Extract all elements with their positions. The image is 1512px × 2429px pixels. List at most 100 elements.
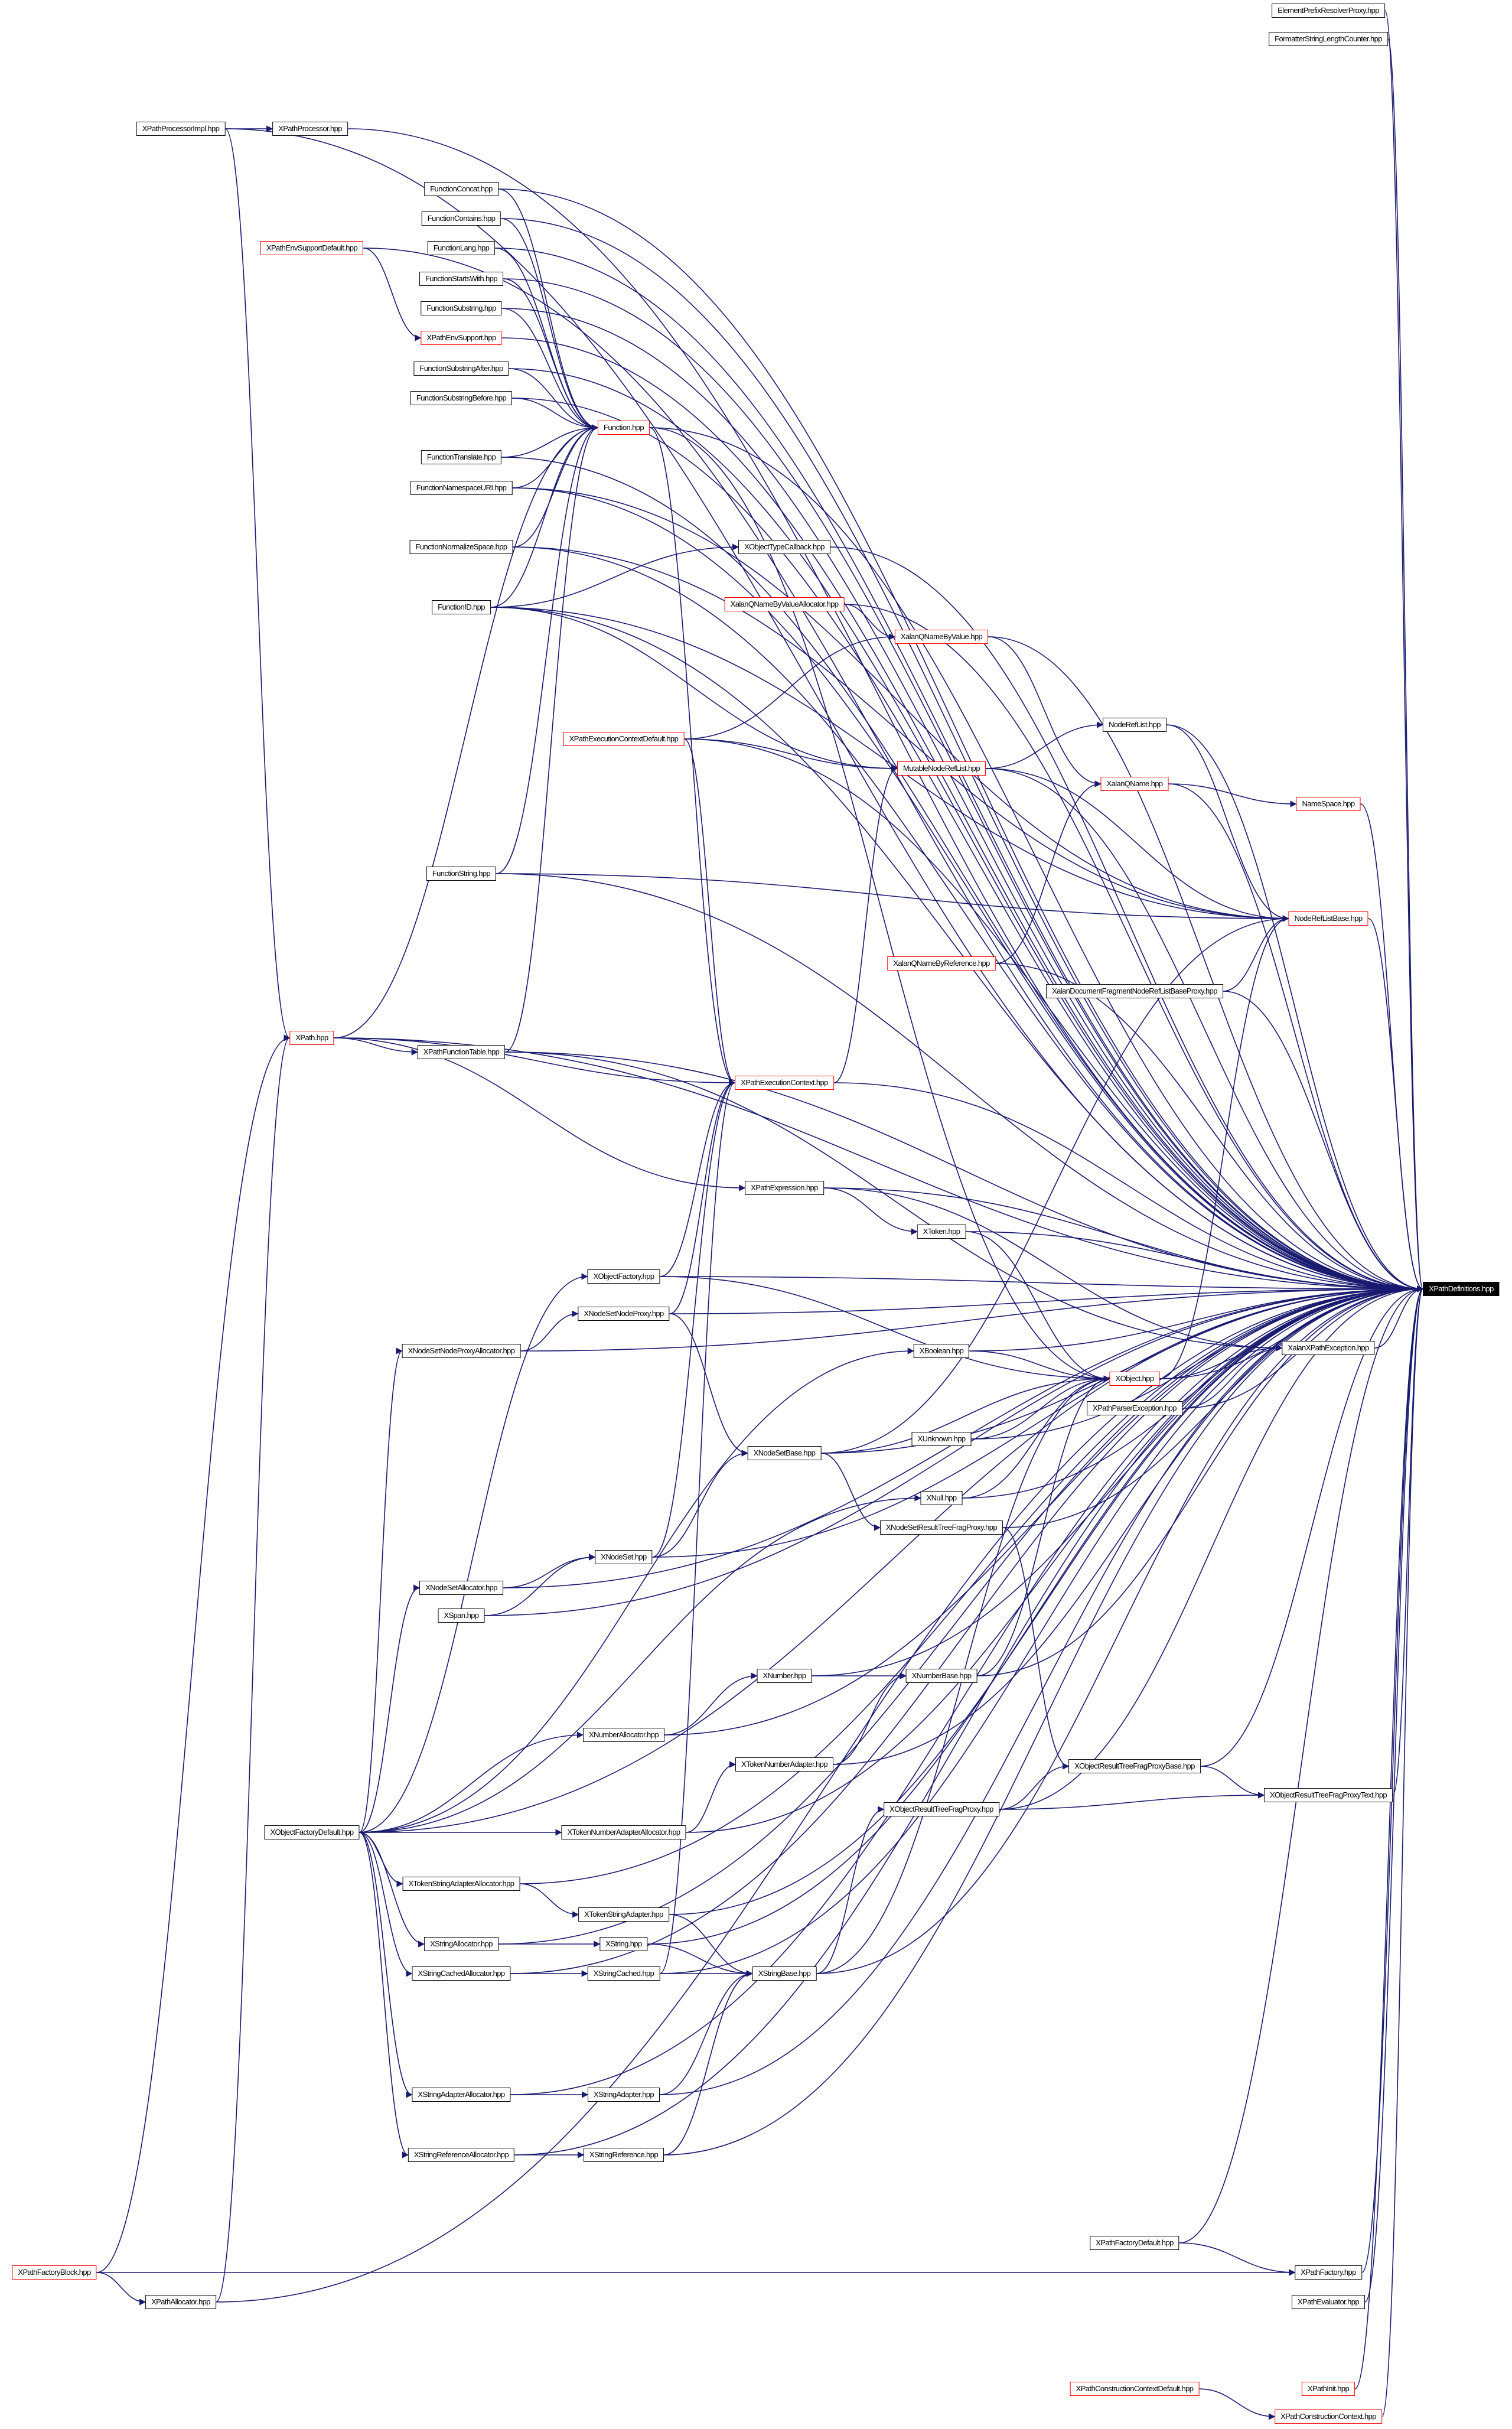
edge-59-to-60 xyxy=(520,1883,579,1918)
node-xstring-reference[interactable]: XStringReference.hpp xyxy=(584,2148,664,2162)
edge-15-to-36 xyxy=(512,487,1424,1292)
node-xtoken[interactable]: XToken.hpp xyxy=(917,1225,966,1239)
node-function-substring[interactable]: FunctionSubstring.hpp xyxy=(421,301,502,315)
node-xpath-env-support-default[interactable]: XPathEnvSupportDefault.hpp xyxy=(260,241,364,255)
node-xpath-factory-default[interactable]: XPathFactoryDefault.hpp xyxy=(1090,2236,1179,2250)
edge-22-to-36 xyxy=(1166,724,1424,1292)
node-xnode-set-node-proxy-allocator[interactable]: XNodeSetNodeProxyAllocator.hpp xyxy=(402,1344,521,1358)
node-xstring-base[interactable]: XStringBase.hpp xyxy=(752,1966,817,1981)
node-xpath-construction-context[interactable]: XPathConstructionContext.hpp xyxy=(1275,2410,1382,2424)
edge-57-to-66 xyxy=(359,1832,413,2098)
node-node-ref-list[interactable]: NodeRefList.hpp xyxy=(1103,718,1166,732)
node-xobject-result-tree-frag-proxy-base[interactable]: XObjectResultTreeFragProxyBase.hpp xyxy=(1068,1759,1201,1773)
node-xpath-expression[interactable]: XPathExpression.hpp xyxy=(745,1181,824,1195)
node-xobject[interactable]: XObject.hpp xyxy=(1109,1372,1160,1386)
node-xpath-definitions[interactable]: XPathDefinitions.hpp xyxy=(1423,1282,1500,1296)
edge-24-to-25 xyxy=(1168,783,1297,808)
node-function-lang[interactable]: FunctionLang.hpp xyxy=(427,241,496,255)
node-xnode-set-result-tree-frag-proxy[interactable]: XNodeSetResultTreeFragProxy.hpp xyxy=(879,1520,1003,1535)
node-function-normalize-space[interactable]: FunctionNormalizeSpace.hpp xyxy=(409,540,513,554)
node-xstring-reference-allocator[interactable]: XStringReferenceAllocator.hpp xyxy=(408,2148,515,2162)
node-xobject-factory-default[interactable]: XObjectFactoryDefault.hpp xyxy=(264,1825,360,1839)
node-xpath-factory[interactable]: XPathFactory.hpp xyxy=(1295,2265,1362,2280)
node-xnull[interactable]: XNull.hpp xyxy=(920,1491,963,1505)
node-function-substring-before[interactable]: FunctionSubstringBefore.hpp xyxy=(410,391,513,405)
node-xtoken-number-adapter[interactable]: XTokenNumberAdapter.hpp xyxy=(735,1757,833,1772)
node-name-space[interactable]: NameSpace.hpp xyxy=(1296,797,1361,811)
node-xobject-type-callback[interactable]: XObjectTypeCallback.hpp xyxy=(738,540,830,554)
node-xalan-qname-by-value[interactable]: XalanQNameByValue.hpp xyxy=(894,630,989,644)
node-function[interactable]: Function.hpp xyxy=(598,421,650,435)
node-function-concat[interactable]: FunctionConcat.hpp xyxy=(424,182,498,196)
node-function-namespace-uri[interactable]: FunctionNamespaceURI.hpp xyxy=(410,481,513,495)
node-xstring[interactable]: XString.hpp xyxy=(599,1937,648,1951)
node-mutable-node-ref-list[interactable]: MutableNodeRefList.hpp xyxy=(897,761,986,776)
edge-57-to-52 xyxy=(359,1731,584,1833)
node-xalan-qname-by-reference[interactable]: XalanQNameByReference.hpp xyxy=(887,956,996,971)
node-function-string[interactable]: FunctionString.hpp xyxy=(426,867,497,881)
node-xobject-result-tree-frag-proxy-text[interactable]: XObjectResultTreeFragProxyText.hpp xyxy=(1263,1788,1393,1802)
edge-37-to-32 xyxy=(669,1079,736,1314)
node-formatter-string-length-counter[interactable]: FormatterStringLengthCounter.hpp xyxy=(1269,32,1388,46)
node-xpath-function-table[interactable]: XPathFunctionTable.hpp xyxy=(417,1045,506,1059)
edge-23-to-22 xyxy=(985,721,1104,769)
node-xnumber-base[interactable]: XNumberBase.hpp xyxy=(905,1669,977,1683)
node-xstring-adapter[interactable]: XStringAdapter.hpp xyxy=(588,2088,660,2102)
node-xnode-set-base[interactable]: XNodeSetBase.hpp xyxy=(747,1446,822,1460)
node-xstring-allocator[interactable]: XStringAllocator.hpp xyxy=(424,1937,498,1951)
node-xstring-cached[interactable]: XStringCached.hpp xyxy=(587,1966,660,1981)
node-xtoken-number-adapter-allocator[interactable]: XTokenNumberAdapterAllocator.hpp xyxy=(561,1825,686,1839)
edge-41-to-27 xyxy=(1159,915,1289,1379)
node-function-id[interactable]: FunctionID.hpp xyxy=(432,600,491,614)
node-xpath-execution-context-default[interactable]: XPathExecutionContextDefault.hpp xyxy=(563,732,685,746)
node-xalan-xpath-exception[interactable]: XalanXPathException.hpp xyxy=(1282,1341,1375,1355)
node-xalan-document-fragment-node-ref-list-base-proxy[interactable]: XalanDocumentFragmentNodeRefListBaseProx… xyxy=(1046,984,1223,998)
edge-45-to-41 xyxy=(962,1375,1110,1499)
node-xpath[interactable]: XPath.hpp xyxy=(289,1031,334,1045)
node-xnumber[interactable]: XNumber.hpp xyxy=(757,1669,812,1683)
edge-23-to-36 xyxy=(985,768,1424,1292)
edge-57-to-45 xyxy=(359,1494,921,1833)
edge-29-to-36 xyxy=(1223,991,1424,1292)
edge-54-to-55 xyxy=(1200,1766,1265,1799)
node-xpath-construction-context-default[interactable]: XPathConstructionContextDefault.hpp xyxy=(1070,2382,1200,2396)
node-xalan-qname-by-value-allocator[interactable]: XalanQNameByValueAllocator.hpp xyxy=(724,597,845,611)
edge-71-to-73 xyxy=(96,2272,146,2306)
node-xpath-processor[interactable]: XPathProcessor.hpp xyxy=(272,122,348,136)
node-xpath-allocator[interactable]: XPathAllocator.hpp xyxy=(145,2295,216,2309)
edge-19-to-36 xyxy=(844,604,1424,1292)
node-xnode-set-allocator[interactable]: XNodeSetAllocator.hpp xyxy=(419,1581,503,1595)
node-xpath-execution-context[interactable]: XPathExecutionContext.hpp xyxy=(735,1076,834,1090)
node-xpath-processor-impl[interactable]: XPathProcessorImpl.hpp xyxy=(136,122,226,136)
edge-72-to-36 xyxy=(1361,1285,1424,2273)
node-function-starts-with[interactable]: FunctionStartsWith.hpp xyxy=(419,272,503,286)
node-xnumber-allocator[interactable]: XNumberAllocator.hpp xyxy=(582,1728,665,1742)
node-xstring-cached-allocator[interactable]: XStringCachedAllocator.hpp xyxy=(412,1966,511,1981)
node-xpath-init[interactable]: XPathInit.hpp xyxy=(1301,2382,1355,2396)
edge-9-to-13 xyxy=(501,308,599,431)
edge-3-to-36 xyxy=(347,128,1424,1292)
node-xpath-factory-block[interactable]: XPathFactoryBlock.hpp xyxy=(12,2265,97,2280)
node-xtoken-string-adapter[interactable]: XTokenStringAdapter.hpp xyxy=(578,1907,669,1922)
node-xnode-set[interactable]: XNodeSet.hpp xyxy=(595,1550,653,1564)
edge-53-to-36 xyxy=(833,1285,1424,1765)
node-xpath-env-support[interactable]: XPathEnvSupport.hpp xyxy=(421,331,502,345)
edge-31-to-13 xyxy=(505,424,599,1053)
node-xpath-evaluator[interactable]: XPathEvaluator.hpp xyxy=(1291,2295,1366,2309)
node-xunknown[interactable]: XUnknown.hpp xyxy=(911,1432,972,1446)
node-xboolean[interactable]: XBoolean.hpp xyxy=(913,1344,970,1358)
node-node-ref-list-base[interactable]: NodeRefListBase.hpp xyxy=(1288,911,1368,926)
node-element-prefix-resolver-proxy[interactable]: ElementPrefixResolverProxy.hpp xyxy=(1272,4,1385,18)
node-xalan-qname[interactable]: XalanQName.hpp xyxy=(1100,777,1169,791)
node-function-substring-after[interactable]: FunctionSubstringAfter.hpp xyxy=(413,362,509,376)
node-xspan[interactable]: XSpan.hpp xyxy=(438,1609,485,1623)
node-xnode-set-node-proxy[interactable]: XNodeSetNodeProxy.hpp xyxy=(578,1307,670,1321)
edge-47-to-32 xyxy=(652,1079,736,1558)
node-xstring-adapter-allocator[interactable]: XStringAdapterAllocator.hpp xyxy=(412,2088,511,2102)
node-xobject-result-tree-frag-proxy[interactable]: XObjectResultTreeFragProxy.hpp xyxy=(884,1802,999,1816)
node-xtoken-string-adapter-allocator[interactable]: XTokenStringAdapterAllocator.hpp xyxy=(402,1877,520,1891)
node-xobject-factory[interactable]: XObjectFactory.hpp xyxy=(587,1269,660,1284)
node-xpath-parser-exception[interactable]: XPathParserException.hpp xyxy=(1087,1401,1182,1415)
node-function-contains[interactable]: FunctionContains.hpp xyxy=(421,211,501,226)
node-function-translate[interactable]: FunctionTranslate.hpp xyxy=(421,450,502,464)
